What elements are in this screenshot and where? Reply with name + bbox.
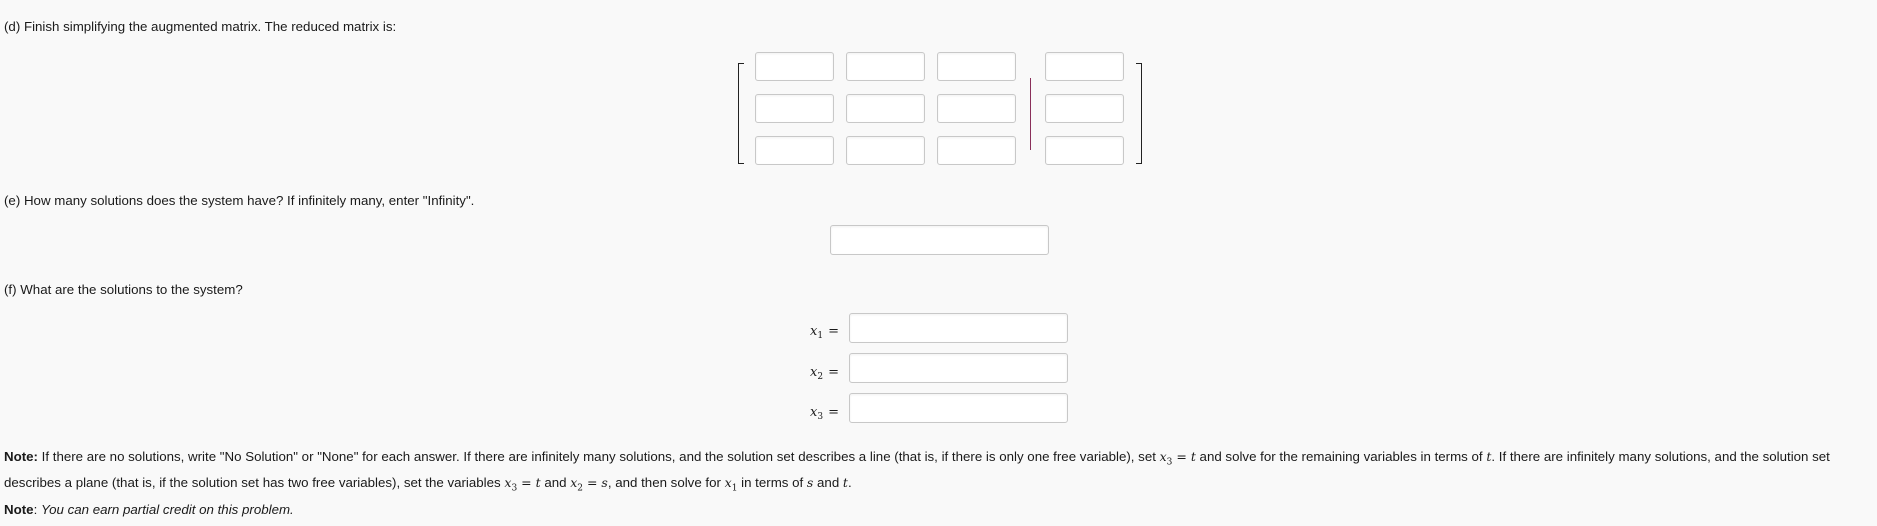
matrix-cell-r3-c3[interactable] [937, 136, 1016, 165]
matrix-cell-r2-c4[interactable] [1045, 94, 1124, 123]
part-d-prompt: (d) Finish simplifying the augmented mat… [4, 19, 397, 34]
num-solutions-input[interactable] [830, 225, 1049, 255]
x1-input[interactable] [849, 313, 1068, 343]
part-f-prompt: (f) What are the solutions to the system… [4, 282, 243, 297]
x2-input[interactable] [849, 353, 1068, 383]
matrix-cell-r1-c2[interactable] [846, 52, 925, 81]
matrix-cell-r2-c2[interactable] [846, 94, 925, 123]
matrix-cell-r3-c1[interactable] [755, 136, 834, 165]
matrix-cell-r1-c1[interactable] [755, 52, 834, 81]
x2-label: x2= [810, 365, 839, 382]
matrix-left-bracket [738, 63, 744, 164]
x3-input[interactable] [849, 393, 1068, 423]
augment-divider [1030, 78, 1031, 150]
matrix-right-bracket [1136, 63, 1142, 164]
x1-label: x1= [810, 324, 839, 341]
matrix-cell-r2-c3[interactable] [937, 94, 1016, 123]
matrix-cell-r2-c1[interactable] [755, 94, 834, 123]
note-label: Note: [4, 449, 38, 464]
part-e-prompt: (e) How many solutions does the system h… [4, 193, 475, 208]
x3-label: x3= [810, 405, 839, 422]
note-partial-credit: Note: You can earn partial credit on thi… [4, 502, 294, 517]
note-free-variables: Note: If there are no solutions, write "… [4, 449, 1830, 493]
matrix-cell-r1-c3[interactable] [937, 52, 1016, 81]
matrix-cell-r3-c4[interactable] [1045, 136, 1124, 165]
note2-label: Note [4, 502, 34, 517]
matrix-cell-r1-c4[interactable] [1045, 52, 1124, 81]
matrix-cell-r3-c2[interactable] [846, 136, 925, 165]
